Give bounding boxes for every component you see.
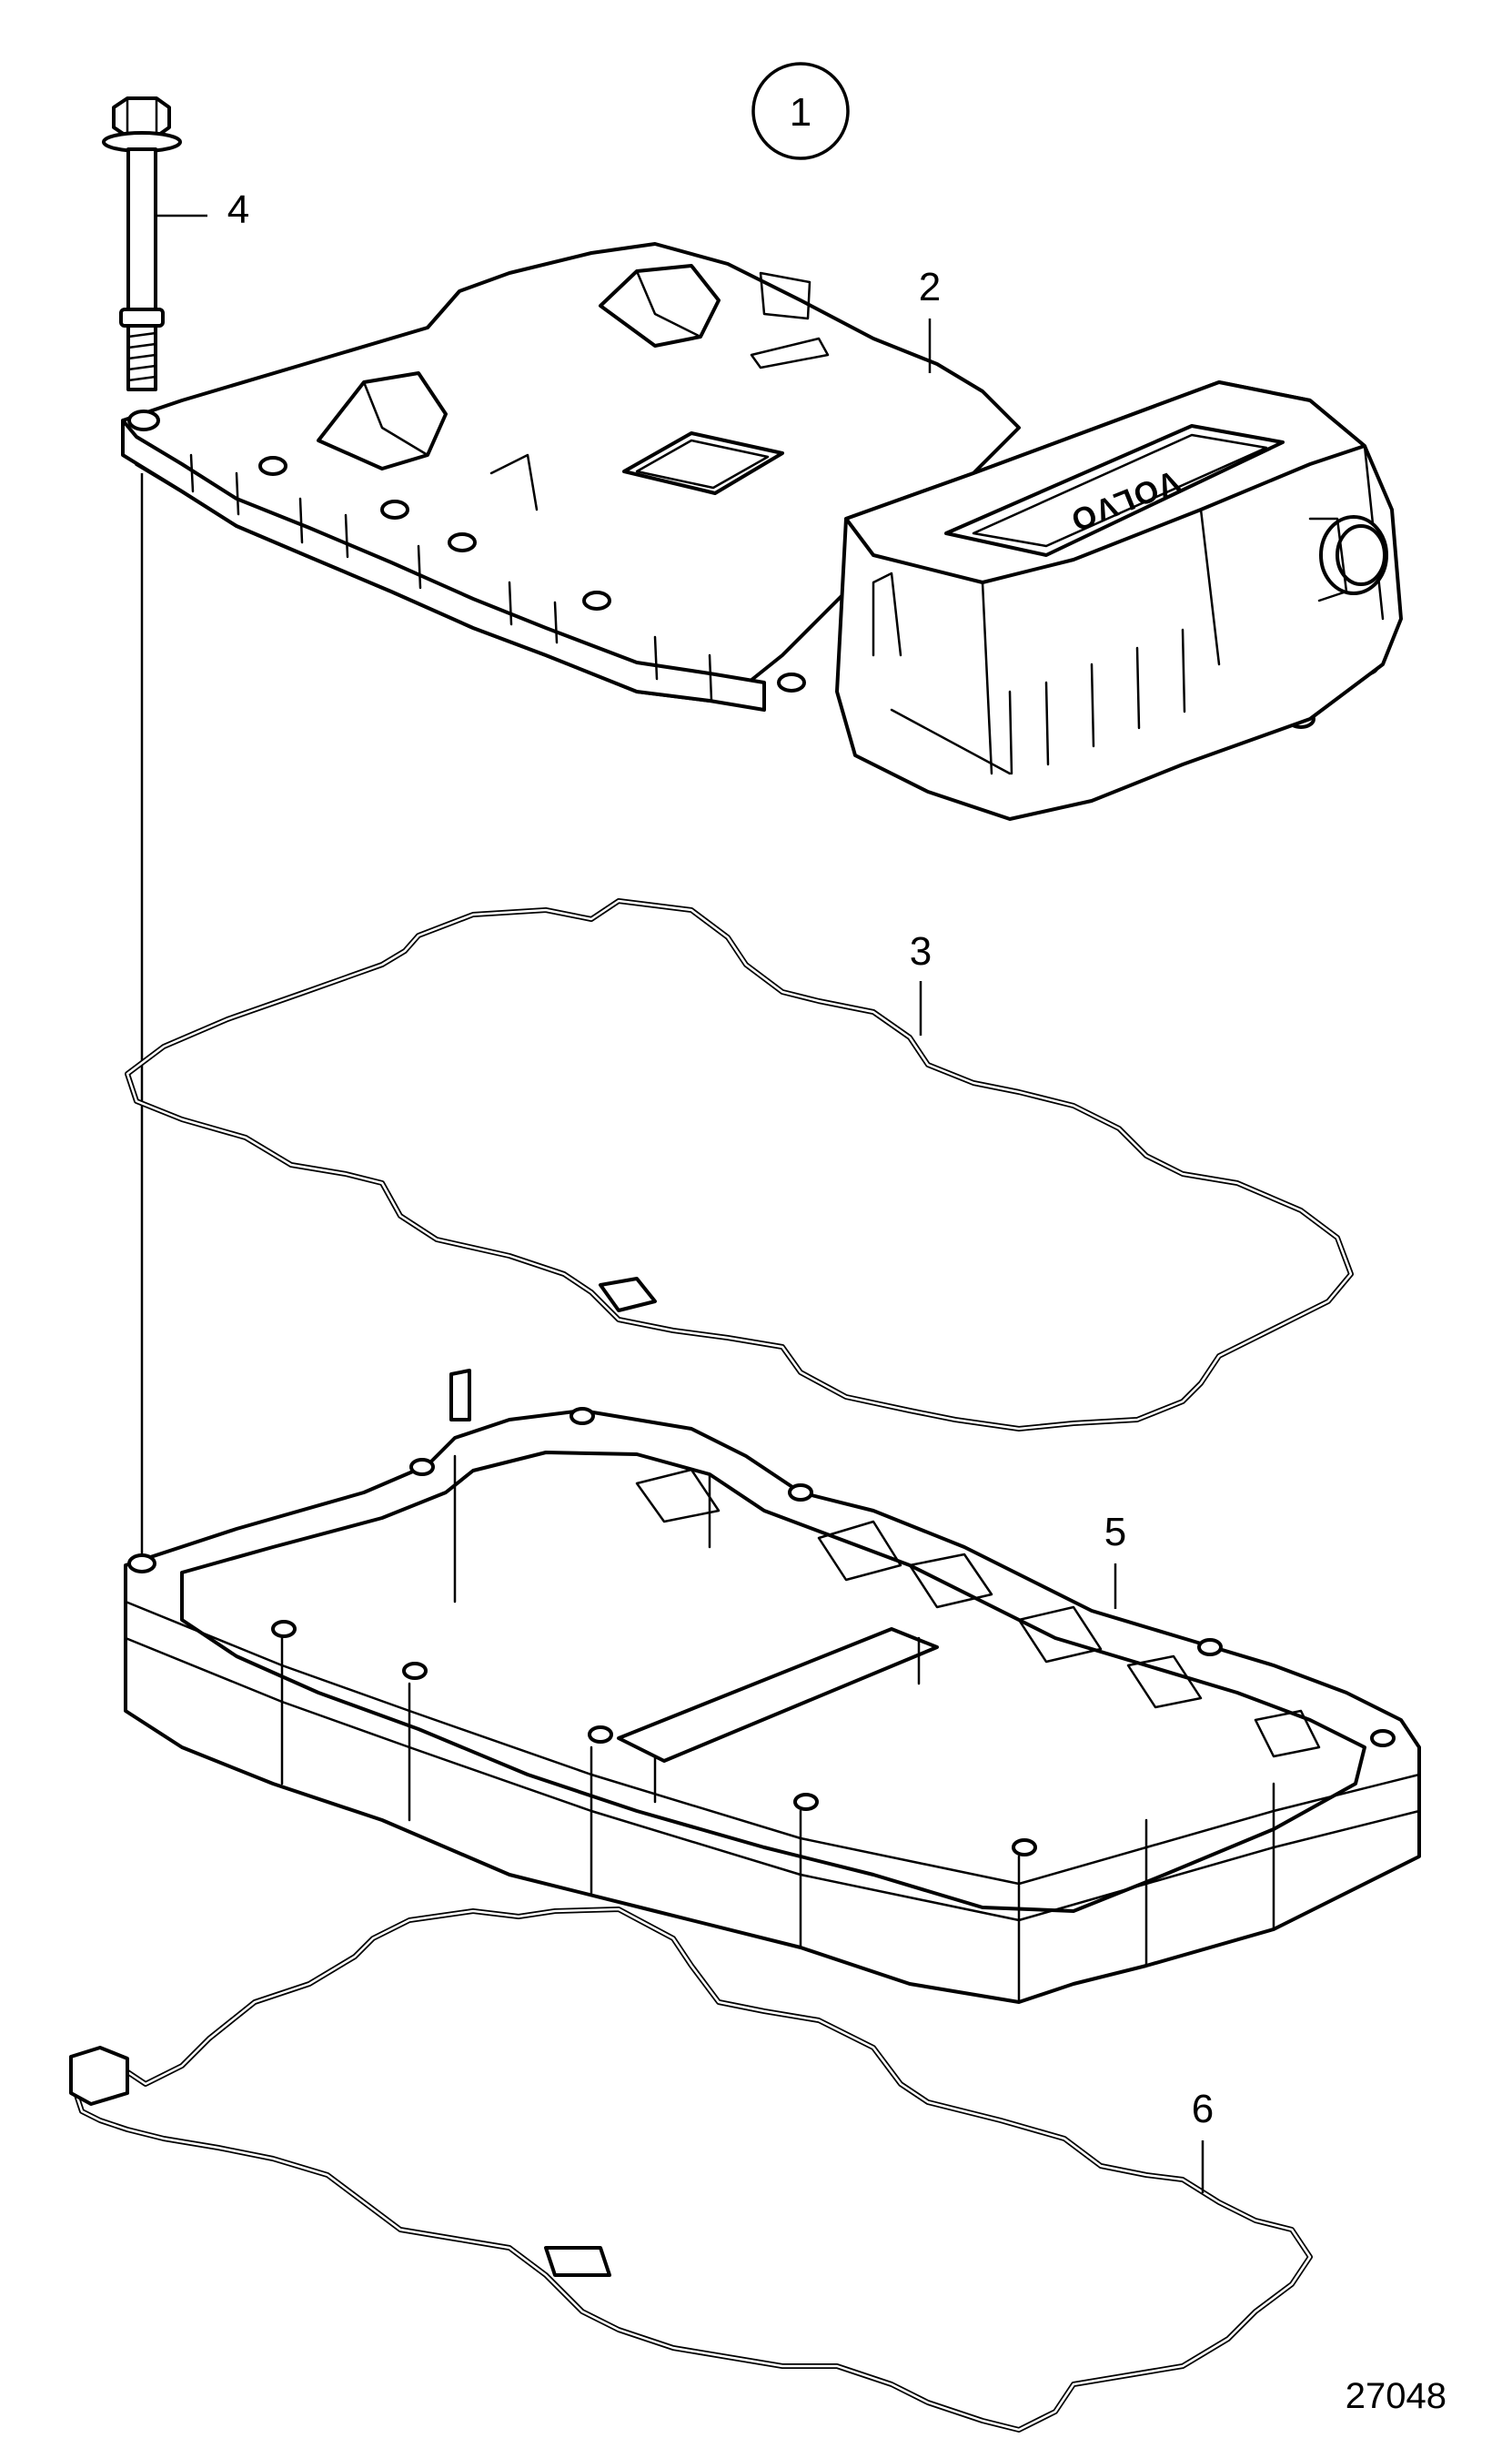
callout-4: 4 <box>156 187 249 232</box>
bolt-part-4 <box>102 96 182 391</box>
callout-4-label: 4 <box>227 187 249 232</box>
figure-reference-number: 27048 <box>1346 2376 1446 2416</box>
oil-pan-fitting <box>1308 515 1388 602</box>
gasket-part-6 <box>69 1907 1313 2433</box>
callout-2: 2 <box>919 265 941 373</box>
callout-6: 6 <box>1192 2087 1214 2193</box>
frame-part-5 <box>124 1369 1421 2004</box>
gasket-part-3 <box>125 898 1354 1431</box>
callout-1: 1 <box>751 62 850 160</box>
callout-3: 3 <box>910 929 932 1036</box>
oil-pan-part-2: VOLVO <box>121 242 1403 821</box>
callout-2-label: 2 <box>919 265 941 309</box>
callout-3-label: 3 <box>910 929 932 974</box>
callout-6-label: 6 <box>1192 2087 1214 2131</box>
callout-1-label: 1 <box>790 90 811 135</box>
callout-5: 5 <box>1104 1510 1126 1609</box>
callout-5-label: 5 <box>1104 1510 1126 1554</box>
